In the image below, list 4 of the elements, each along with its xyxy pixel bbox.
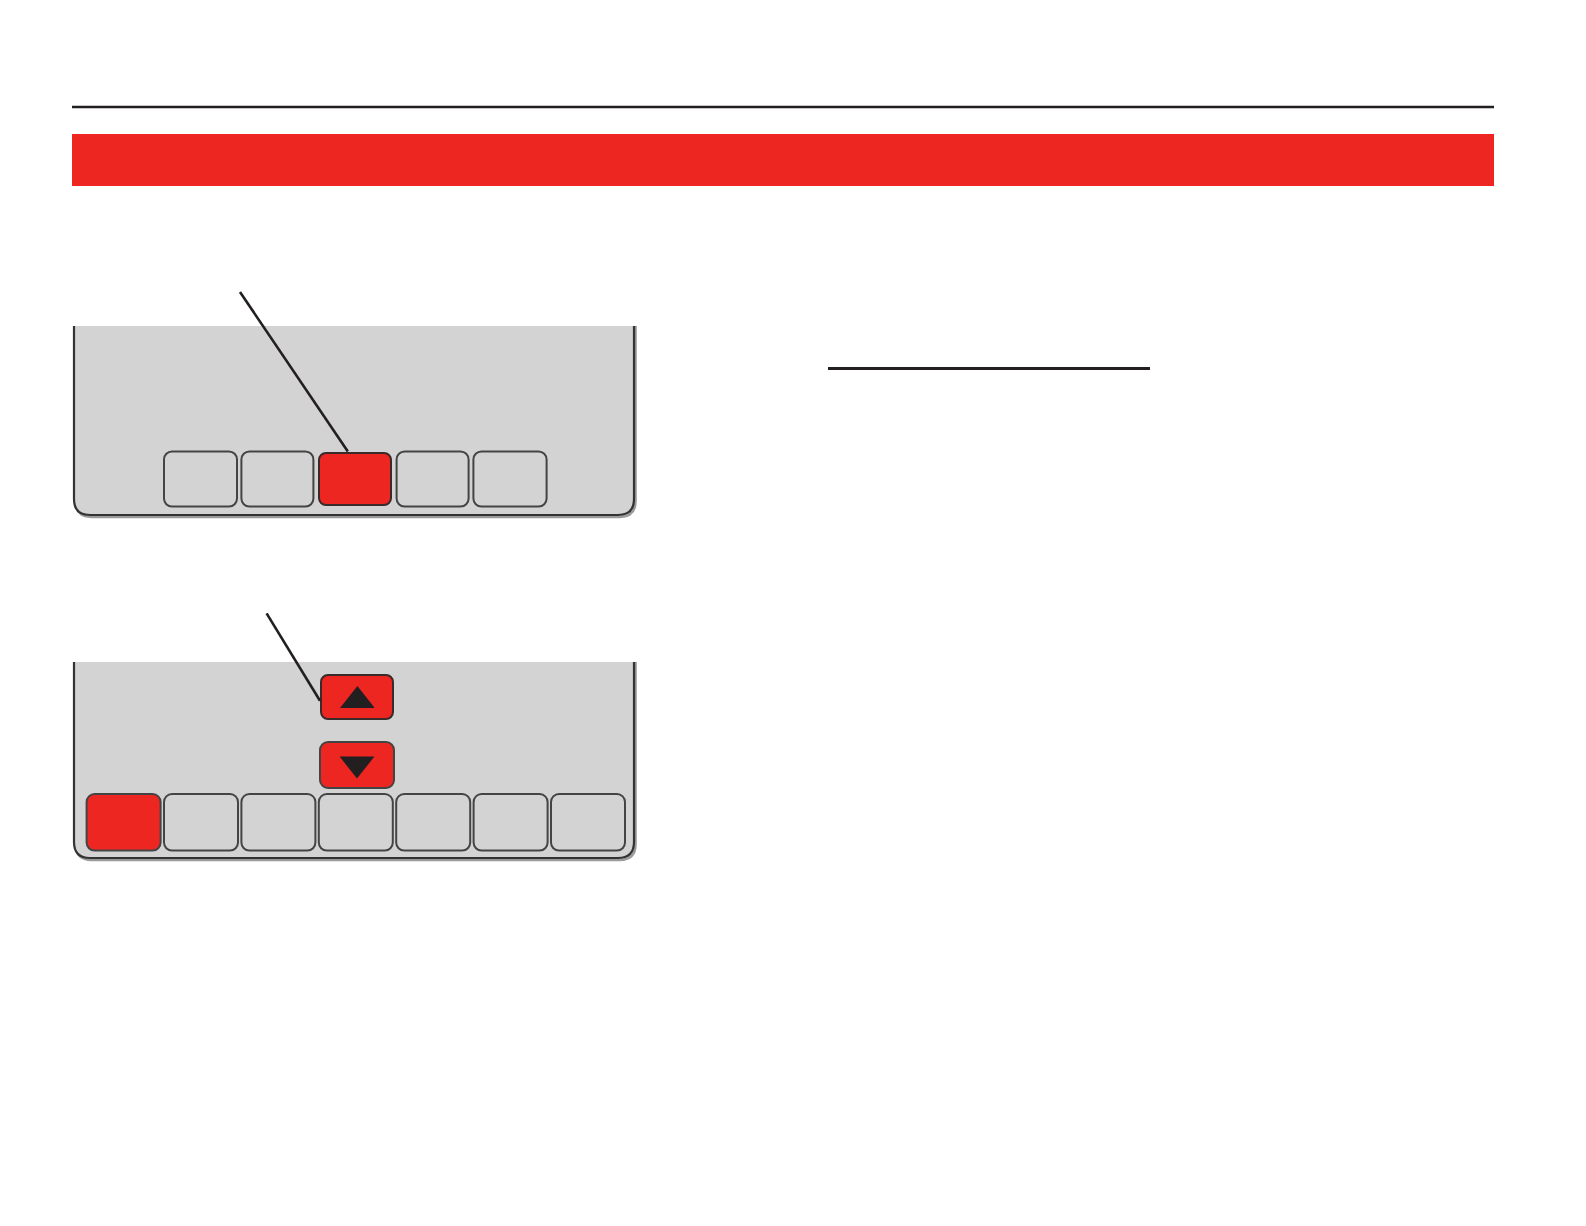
highlighted-key [318,451,392,507]
leader-line [238,291,349,453]
up-arrow-button [320,673,394,721]
leader-line [265,612,322,702]
